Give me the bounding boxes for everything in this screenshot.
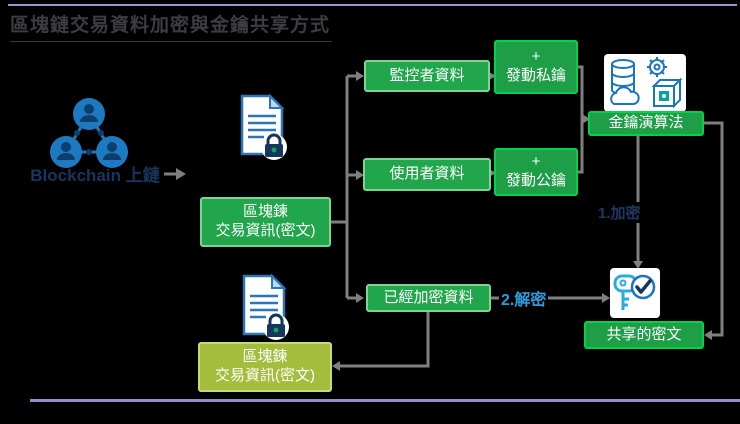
box-blockchain-tx-ciphertext-bottom: 區塊鍊 交易資訊(密文) xyxy=(198,342,332,392)
box-line: 共享的密文 xyxy=(606,325,682,343)
plus-sign: + xyxy=(531,153,541,171)
box-line: 監控者資料 xyxy=(389,66,465,84)
box-line: 使用者資料 xyxy=(389,165,465,183)
box-encrypted-data: 已經加密資料 xyxy=(366,284,491,312)
box-line: 交易資訊(密文) xyxy=(215,367,315,384)
box-line: 區塊鍊 xyxy=(242,348,288,366)
key-check-icon xyxy=(610,268,660,318)
document-lock-icon-top xyxy=(240,93,287,160)
box-monitor-data: 監控者資料 xyxy=(364,60,490,92)
box-line: 已經加密資料 xyxy=(383,288,474,306)
label-step1-encrypt: 1.加密 xyxy=(596,202,643,223)
box-shared-ciphertext: 共享的密文 xyxy=(584,321,704,349)
box-launch-private-key: + 發動私鑰 xyxy=(494,40,578,94)
box-line: 交易資訊(密文) xyxy=(215,222,316,239)
blockchain-node-label: Blockchain 上鏈 xyxy=(30,166,160,185)
top-divider xyxy=(8,4,737,6)
blockchain-network-icon xyxy=(50,98,128,168)
box-line: 發動私鑰 xyxy=(505,67,566,84)
box-user-data: 使用者資料 xyxy=(363,158,491,191)
key-algorithm-icon xyxy=(604,54,686,112)
label-step2-decrypt: 2.解密 xyxy=(499,286,549,310)
box-line: 金鑰演算法 xyxy=(608,114,684,132)
box-key-algorithm: 金鑰演算法 xyxy=(588,111,704,136)
box-line: 區塊鍊 xyxy=(242,203,288,221)
plus-sign: + xyxy=(531,48,541,66)
page-title: 區塊鏈交易資料加密與金鑰共享方式 xyxy=(10,10,332,42)
document-lock-icon-bottom xyxy=(242,273,289,340)
box-line: 發動公鑰 xyxy=(505,172,566,189)
box-launch-public-key: + 發動公鑰 xyxy=(494,148,578,196)
box-blockchain-tx-ciphertext-top: 區塊鍊 交易資訊(密文) xyxy=(200,197,331,247)
bottom-divider xyxy=(30,399,740,402)
